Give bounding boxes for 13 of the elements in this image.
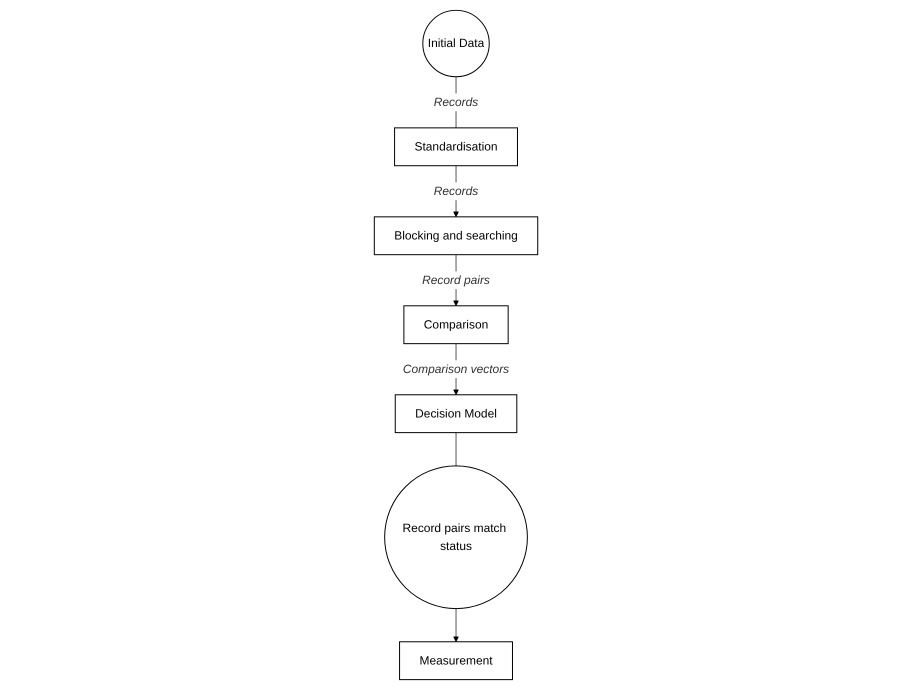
node-box: Decision Model xyxy=(395,394,518,434)
node-box: Blocking and searching xyxy=(374,216,539,256)
node-circle: Initial Data xyxy=(422,10,490,78)
edge-label: Record pairs xyxy=(422,273,490,287)
node-box: Standardisation xyxy=(394,127,518,166)
edge-label: Comparison vectors xyxy=(403,362,510,376)
connector xyxy=(456,432,457,466)
node-circle: Record pairs match status xyxy=(384,465,528,610)
node-box: Comparison xyxy=(404,305,510,344)
node-box: Measurement xyxy=(400,641,514,680)
edge-label: Records xyxy=(434,184,479,198)
arrow xyxy=(454,608,460,642)
edge-label: Records xyxy=(434,95,479,109)
